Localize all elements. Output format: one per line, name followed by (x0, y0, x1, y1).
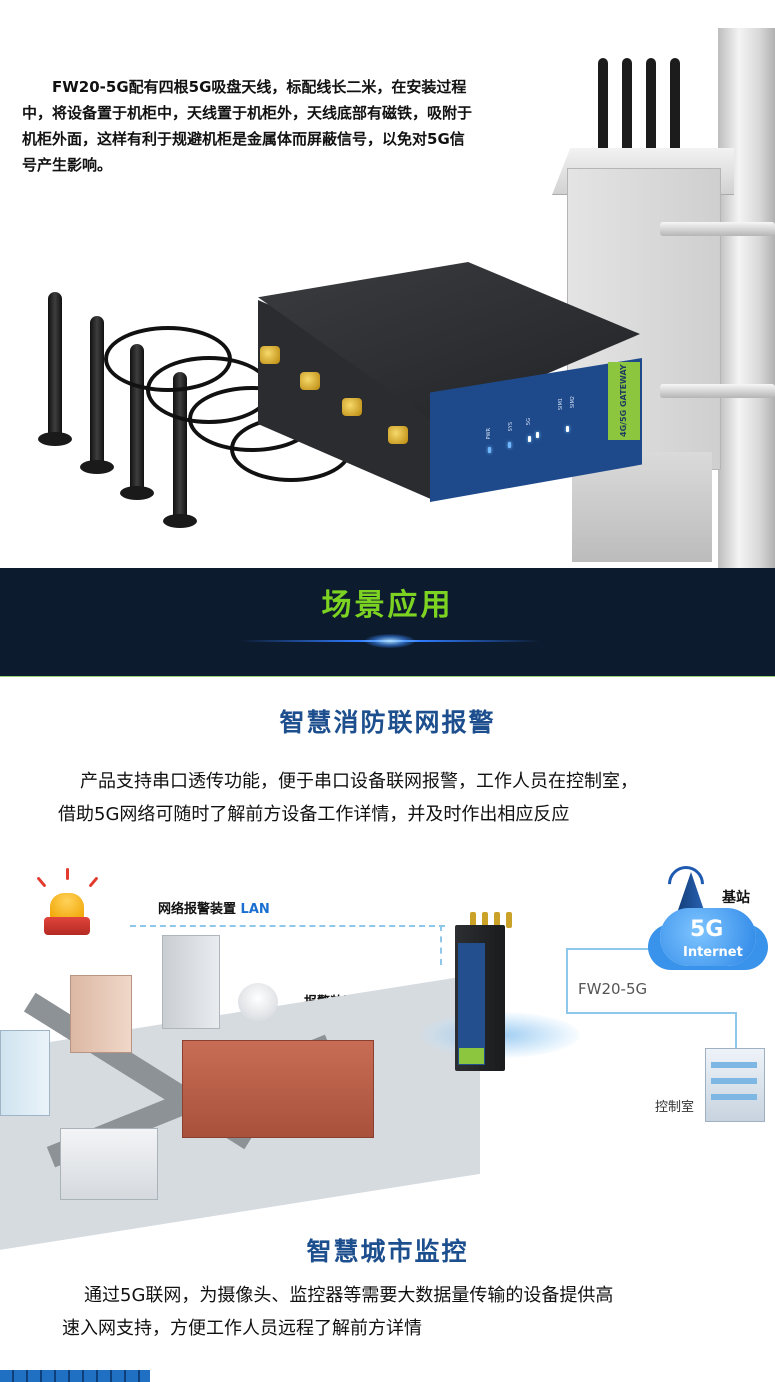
status-led (508, 442, 511, 448)
antenna-magnet-base (120, 486, 154, 500)
building-window (711, 1062, 757, 1068)
control-room-building (705, 1048, 765, 1122)
smoke-detector-icon (238, 983, 278, 1021)
status-led (528, 436, 531, 442)
hospital-building (60, 1128, 158, 1200)
stick-antenna (48, 292, 62, 440)
section-title-city-monitoring: 智慧城市监控 (306, 1237, 469, 1266)
sma-connector (260, 346, 280, 364)
alarm-light-icon (50, 893, 84, 919)
status-led (566, 426, 569, 432)
sma-connector (388, 426, 408, 444)
lan-connection-line (440, 925, 442, 965)
status-led (536, 432, 539, 438)
body-line: 速入网支持，方便工作人员远程了解前方详情 (62, 1318, 422, 1339)
device-antenna (506, 912, 512, 928)
led-label-5g: 5G (526, 418, 532, 426)
body-line: 产品支持串口透传功能，便于串口设备联网报警，工作人员在控制室， (80, 771, 638, 792)
factory-building (182, 1040, 374, 1138)
product-description: FW20-5G配有四根5G吸盘天线，标配线长二米，在安装过程中，将设备置于机柜中… (22, 78, 473, 174)
next-section-image-edge (0, 1370, 150, 1382)
pole-clamp (660, 384, 775, 398)
alarm-light-base (44, 917, 90, 935)
device-front-panel (458, 943, 485, 1065)
cabinet-antenna (622, 58, 632, 158)
antenna-magnet-base (80, 460, 114, 474)
utility-pole (718, 28, 775, 568)
device-model-label: FW20-5G (578, 980, 648, 998)
section-body-city-monitoring: 通过5G联网，为摄像头、监控器等需要大数据量传输的设备提供高 速入网支持，方便工… (62, 1279, 770, 1345)
device-antenna (482, 912, 488, 928)
device-badge (459, 1048, 484, 1064)
scene-banner (0, 568, 775, 676)
stick-antenna (90, 316, 104, 468)
lan-tag: LAN (240, 902, 270, 917)
office-building (162, 935, 220, 1029)
apartment-building (70, 975, 132, 1053)
status-led (488, 447, 491, 453)
residential-building (0, 1030, 50, 1116)
building-window (711, 1078, 757, 1084)
building-window (711, 1094, 757, 1100)
uplink-line (566, 948, 568, 1012)
banner-divider-glow (365, 634, 415, 648)
led-label-pwr: PWR (486, 428, 492, 440)
cloud-5g-label: 5G (690, 917, 724, 942)
alarm-ray (66, 868, 69, 880)
product-hero-section: FW20-5G配有四根5G吸盘天线，标配线长二米，在安装过程中，将设备置于机柜中… (0, 0, 775, 568)
section-body-fire-alarm: 产品支持串口透传功能，便于串口设备联网报警，工作人员在控制室， 借助5G网络可随… (58, 765, 770, 831)
gateway-badge: 4G/5G GATEWAY (608, 362, 640, 440)
cabinet-antenna (598, 58, 608, 158)
antenna-magnet-base (163, 514, 197, 528)
device-antenna (494, 912, 500, 928)
led-label-sys: SYS (508, 422, 514, 432)
internet-cloud-icon (660, 908, 756, 966)
sma-connector (342, 398, 362, 416)
cabinet-antenna (646, 58, 656, 158)
uplink-line (566, 948, 666, 950)
banner-title: 场景应用 (321, 588, 454, 623)
cloud-internet-label: Internet (683, 945, 743, 960)
cabinet-antenna (670, 58, 680, 158)
pole-clamp (660, 222, 775, 236)
device-antenna (470, 912, 476, 928)
base-station-label: 基站 (722, 890, 750, 906)
lan-device-label: 网络报警装置 LAN (158, 902, 270, 917)
led-label-sim1: SIM1 (558, 398, 564, 411)
body-line: 借助5G网络可随时了解前方设备工作详情，并及时作出相应反应 (58, 804, 570, 825)
control-room-line (735, 1012, 737, 1048)
banner-bottom-strip (0, 676, 775, 686)
control-room-label: 控制室 (655, 1100, 695, 1115)
section-title-fire-alarm: 智慧消防联网报警 (279, 708, 496, 737)
control-room-line (566, 1012, 736, 1014)
antenna-magnet-base (38, 432, 72, 446)
sma-connector (300, 372, 320, 390)
body-line: 通过5G联网，为摄像头、监控器等需要大数据量传输的设备提供高 (84, 1285, 614, 1306)
lan-connection-line (130, 925, 445, 927)
led-label-sim2: SIM2 (570, 396, 576, 409)
